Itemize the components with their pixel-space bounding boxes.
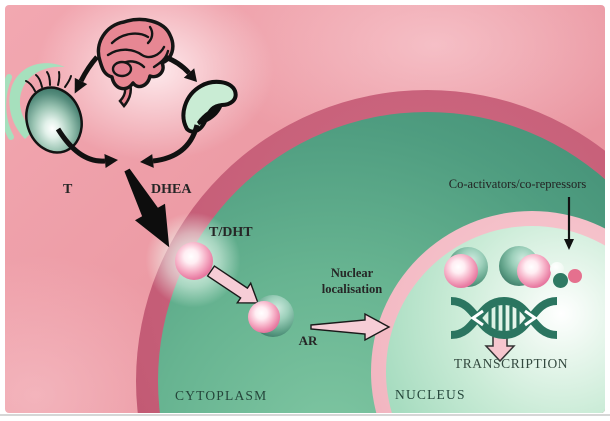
arrow-ligand-to-receptor <box>206 265 260 304</box>
nuclear-hormone-2-icon <box>517 254 551 288</box>
dna-rungs <box>488 305 520 331</box>
cofactor-pink-dot <box>568 269 582 283</box>
hormone-sphere-icon <box>175 242 213 280</box>
testis-icon <box>5 63 83 154</box>
arrow-brain-to-adrenal <box>164 54 197 82</box>
dna-white-chevrons <box>470 309 538 327</box>
label-ar: AR <box>298 333 318 348</box>
arrow-into-cell <box>124 168 170 248</box>
cofactor-white-dot <box>550 262 564 276</box>
adrenal-gland-icon <box>181 79 238 134</box>
epididymis-shape <box>9 63 66 139</box>
label-tdht: T/DHT <box>209 225 253 240</box>
diagram-canvas: T DHEA T/DHT AR Nuclear localisation Co-… <box>5 5 605 413</box>
arrow-coactivators <box>564 197 574 250</box>
pituitary-shape <box>111 60 133 78</box>
adrenal-shadow <box>197 104 223 125</box>
label-nucleus: NUCLEUS <box>395 387 466 402</box>
label-dhea: DHEA <box>151 182 192 197</box>
label-nuclear-localisation: Nuclear localisation <box>321 266 383 297</box>
arrow-testis-t <box>55 127 118 168</box>
arrow-adrenal-dhea <box>140 124 200 168</box>
nuclear-hormone-1-icon <box>444 254 478 288</box>
frame-bottom-divider <box>0 414 610 416</box>
testis-body <box>25 86 83 154</box>
cofactor-teal-dot <box>553 273 568 288</box>
efferent-ducts-lines <box>25 71 72 92</box>
brain-sulci-lines <box>106 25 170 69</box>
signaling-arrows <box>55 54 574 363</box>
label-t: T <box>63 182 73 197</box>
label-coactivators: Co-activators/co-repressors <box>448 177 587 191</box>
dna-helix-icon <box>450 296 558 340</box>
label-cytoplasm: CYTOPLASM <box>175 388 268 403</box>
brain-icon <box>96 17 175 108</box>
vas-deferens-shape <box>5 74 14 140</box>
label-transcription: TRANSCRIPTION <box>453 356 569 371</box>
arrow-brain-to-testis <box>74 55 99 94</box>
hormone-on-receptor-icon <box>248 301 280 333</box>
arrow-nuclear-localisation <box>310 312 391 342</box>
